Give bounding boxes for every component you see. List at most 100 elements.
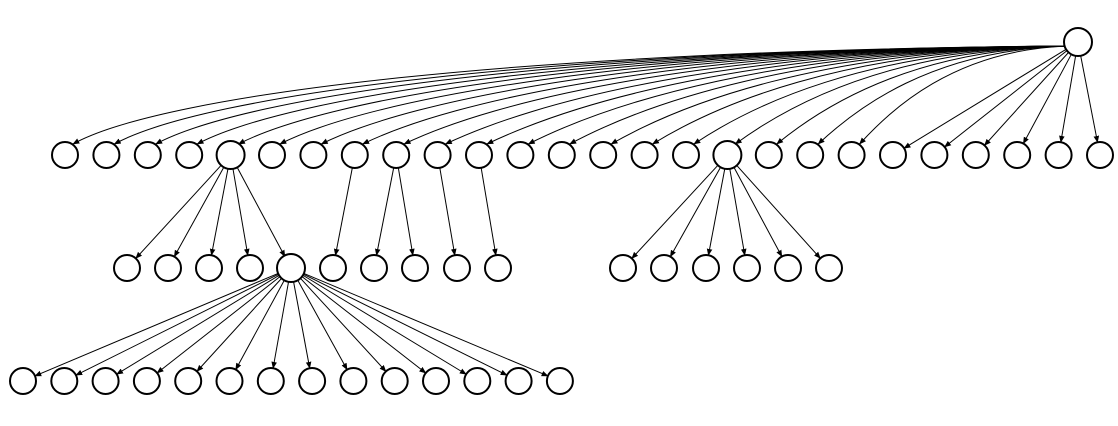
edge (271, 280, 290, 369)
tree-node (754, 141, 783, 169)
edge (944, 49, 1069, 148)
tree-node (401, 254, 429, 282)
edge (486, 45, 1069, 145)
tree-node (465, 141, 493, 169)
tree-node (91, 367, 120, 395)
edge (397, 167, 415, 256)
tree-node (339, 367, 368, 395)
edge (669, 166, 722, 258)
tree-node (340, 141, 369, 169)
edges (34, 45, 1100, 377)
edge (903, 48, 1068, 149)
edge (734, 45, 1069, 145)
tree-node (422, 367, 450, 395)
tree-node (796, 141, 825, 169)
tree-node (299, 141, 328, 169)
tree-node (879, 141, 907, 169)
edge (302, 272, 549, 377)
edge (776, 45, 1069, 145)
edge (173, 166, 225, 258)
tree-node (154, 254, 182, 282)
tree-node (443, 254, 471, 282)
tree-node (1086, 141, 1114, 169)
tree-node (815, 254, 843, 282)
root-node (1063, 27, 1093, 57)
edge (292, 280, 312, 369)
edge (652, 45, 1069, 145)
tree-node (174, 367, 203, 395)
tree-node (215, 140, 246, 170)
nodes (9, 27, 1114, 395)
tree-node (547, 141, 576, 169)
edge (232, 167, 250, 256)
edge (196, 277, 283, 372)
tree-node (961, 141, 990, 169)
tree-node (609, 254, 637, 282)
tree-node (382, 141, 411, 169)
tree-node (692, 254, 720, 282)
tree-node (51, 141, 79, 169)
edge (403, 45, 1069, 145)
edge (984, 51, 1070, 146)
edge (296, 279, 348, 371)
edge (631, 164, 719, 259)
tree-node (463, 367, 492, 395)
tree-node (133, 141, 162, 169)
edge (116, 274, 281, 375)
edge (302, 273, 508, 376)
tree-node (774, 254, 802, 282)
edge (733, 166, 783, 258)
tree-node (712, 140, 743, 170)
tree-node (113, 254, 141, 282)
tree-node (236, 254, 264, 282)
tree-node (195, 254, 223, 282)
edge (735, 164, 821, 259)
edge (72, 45, 1069, 145)
tree-node (50, 367, 79, 395)
tree-node (92, 141, 121, 169)
tree-node (256, 367, 285, 395)
tree-node (175, 141, 204, 169)
edge (156, 275, 282, 374)
tree-node (650, 254, 678, 282)
edge (480, 167, 498, 256)
edge (34, 272, 280, 377)
edge (300, 275, 427, 374)
tree-node (215, 367, 244, 395)
edge (1022, 53, 1073, 145)
tree-node (672, 141, 700, 169)
tree-node (423, 141, 452, 169)
edge (610, 45, 1069, 145)
edge (444, 45, 1069, 145)
tree-node (545, 367, 574, 395)
tree-node (733, 254, 761, 282)
tree-node (1044, 141, 1073, 169)
tree-node (298, 367, 327, 395)
edge (527, 45, 1069, 145)
tree-node (484, 254, 512, 282)
edge (439, 167, 457, 256)
tree-node (132, 367, 161, 395)
tree-node (589, 141, 618, 169)
edge (299, 277, 387, 372)
edge (301, 274, 467, 375)
edge (693, 45, 1069, 145)
edge (817, 45, 1069, 145)
tree-node (319, 254, 347, 282)
tree-node (258, 141, 286, 169)
edge (235, 279, 286, 371)
edge (75, 273, 280, 376)
edge (236, 166, 286, 258)
tree-node (504, 367, 533, 395)
edge (729, 167, 747, 256)
tree-node (9, 367, 37, 395)
tree-node (1003, 141, 1032, 169)
edge (569, 45, 1069, 145)
edge (1059, 54, 1077, 143)
edge (1079, 54, 1100, 143)
tree-node (630, 141, 659, 169)
tree-node (360, 254, 388, 282)
edge (333, 167, 353, 256)
tree-node (837, 141, 866, 169)
